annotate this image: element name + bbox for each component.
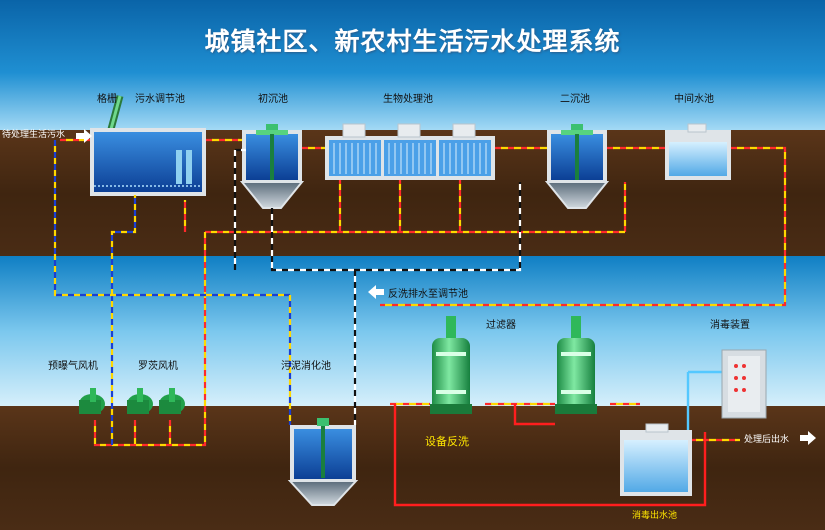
label-primary-clarifier: 初沉池	[258, 94, 288, 105]
label-bio-tank: 生物处理池	[383, 94, 433, 105]
outlet-arrow-icon	[800, 431, 816, 445]
roots-blower-1	[127, 388, 153, 414]
sky-background	[0, 0, 825, 132]
filter-vessel-1	[430, 316, 472, 414]
label-outlet: 处理后出水	[744, 435, 790, 445]
label-disinfection-device: 消毒装置	[710, 320, 750, 331]
pre-aeration-blower	[79, 388, 105, 414]
label-equalization-tank: 污水调节池	[135, 94, 185, 105]
intermediate-tank	[665, 123, 731, 180]
label-inlet: 待处理生活污水	[2, 130, 66, 140]
label-equipment-backwash: 设备反洗	[425, 435, 469, 448]
disinfected-water-tank	[620, 423, 692, 496]
sludge-digestion-tank	[287, 418, 359, 506]
label-secondary-clarifier: 二沉池	[560, 94, 590, 105]
backwash-return-arrow-icon	[368, 285, 384, 299]
label-backwash-return: 反洗排水至调节池	[388, 289, 468, 300]
water-pipes	[53, 138, 787, 507]
middle-sky-band	[0, 256, 825, 408]
disinfection-cabinet	[721, 349, 767, 419]
bio-treatment-tank	[325, 123, 495, 180]
lower-soil	[0, 406, 825, 530]
label-roots-blower: 罗茨风机	[138, 361, 178, 372]
label-sludge-digestion-tank: 污泥消化池	[281, 361, 331, 372]
label-disinfected-water-tank: 消毒出水池	[632, 511, 678, 521]
secondary-clarifier-tank	[544, 124, 610, 209]
diagram-title: 城镇社区、新农村生活污水处理系统	[204, 27, 621, 56]
inlet-arrow-icon	[76, 129, 92, 143]
label-screen: 格栅	[97, 94, 117, 105]
label-pre-aeration-blower: 预曝气风机	[48, 361, 98, 372]
label-filter: 过滤器	[486, 320, 516, 331]
equalization-tank	[90, 128, 206, 196]
primary-clarifier-tank	[239, 124, 305, 209]
filter-vessel-2	[555, 316, 597, 414]
label-intermediate-tank: 中间水池	[674, 94, 714, 105]
roots-blower-2	[159, 388, 185, 414]
